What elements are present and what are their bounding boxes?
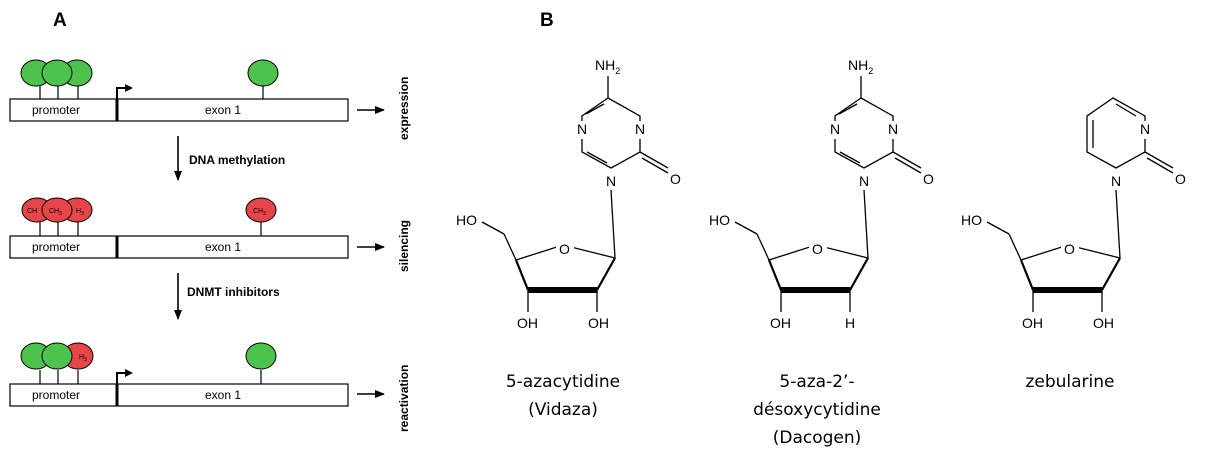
gene-row-silencing: CH CH3 H3 CH3 promoter exon 1 silencing [9,197,411,272]
methyl-label: CH [27,208,37,215]
state-label-reactivation: reactivation [397,365,411,432]
methyl-label: CH3 [253,208,266,217]
exon-label: exon 1 [205,388,241,402]
svg-text:HO: HO [961,212,982,228]
svg-text:O: O [670,171,681,187]
svg-text:HO: HO [709,212,730,228]
exon-label: exon 1 [205,103,241,117]
svg-text:NH2: NH2 [595,57,620,76]
promoter-label: promoter [32,103,80,117]
svg-text:N: N [577,121,587,137]
svg-text:OH: OH [770,315,791,331]
svg-text:N: N [830,121,840,137]
molecule-zebularine: N N O O OH OH HO [961,97,1186,331]
svg-text:H: H [845,315,855,331]
svg-text:NH2: NH2 [848,57,873,76]
svg-text:OH: OH [588,315,609,331]
svg-text:OH: OH [1093,315,1114,331]
panel-label-a: A [53,10,67,31]
drug-name-zebularine: zebularine [1025,372,1114,392]
drug-name-decitabine-1: 5-aza-2’- [779,372,854,392]
molecule-5-azacytidine: NH2 N N N O O OH OH HO [456,57,681,331]
cpg-methylated [41,197,73,223]
svg-text:N: N [635,121,645,137]
methyl-label: CH3 [49,208,62,217]
methyl-label: H3 [76,208,84,217]
state-label-expression: expression [397,77,411,140]
cpg-unmethylated [247,59,279,87]
drug-name-azacytidine: 5-azacytidine [506,372,620,392]
cpg-unmethylated [245,342,277,370]
svg-text:OH: OH [517,315,538,331]
step-label-dnmt-inhibitors: DNMT inhibitors [187,285,280,299]
svg-text:O: O [923,171,934,187]
cpg-methylated [245,197,277,223]
svg-text:O: O [1175,171,1186,187]
gene-row-expression: promoter exon 1 expression [9,59,411,140]
methyl-label: H3 [79,354,87,363]
step-label-dna-methylation: DNA methylation [189,153,285,167]
svg-text:N: N [1111,173,1121,189]
molecule-decitabine: NH2 N N N O O OH H HO [709,57,934,331]
svg-text:OH: OH [1022,315,1043,331]
svg-text:N: N [1140,121,1150,137]
promoter-label: promoter [32,388,80,402]
svg-text:N: N [606,173,616,189]
svg-text:O: O [812,241,823,257]
svg-text:O: O [559,241,570,257]
svg-text:N: N [888,121,898,137]
promoter-label: promoter [32,240,80,254]
cpg-unmethylated [41,342,73,370]
svg-text:N: N [859,173,869,189]
svg-text:HO: HO [456,212,477,228]
drug-brand-dacogen: (Dacogen) [773,428,862,448]
state-label-silencing: silencing [397,220,411,272]
exon-label: exon 1 [205,240,241,254]
gene-row-reactivation: H3 promoter exon 1 reactivation [9,342,411,432]
drug-brand-vidaza: (Vidaza) [528,400,598,420]
panel-label-b: B [540,10,554,31]
svg-text:O: O [1064,241,1075,257]
cpg-unmethylated [41,59,73,87]
drug-name-decitabine-2: désoxycytidine [753,400,881,420]
